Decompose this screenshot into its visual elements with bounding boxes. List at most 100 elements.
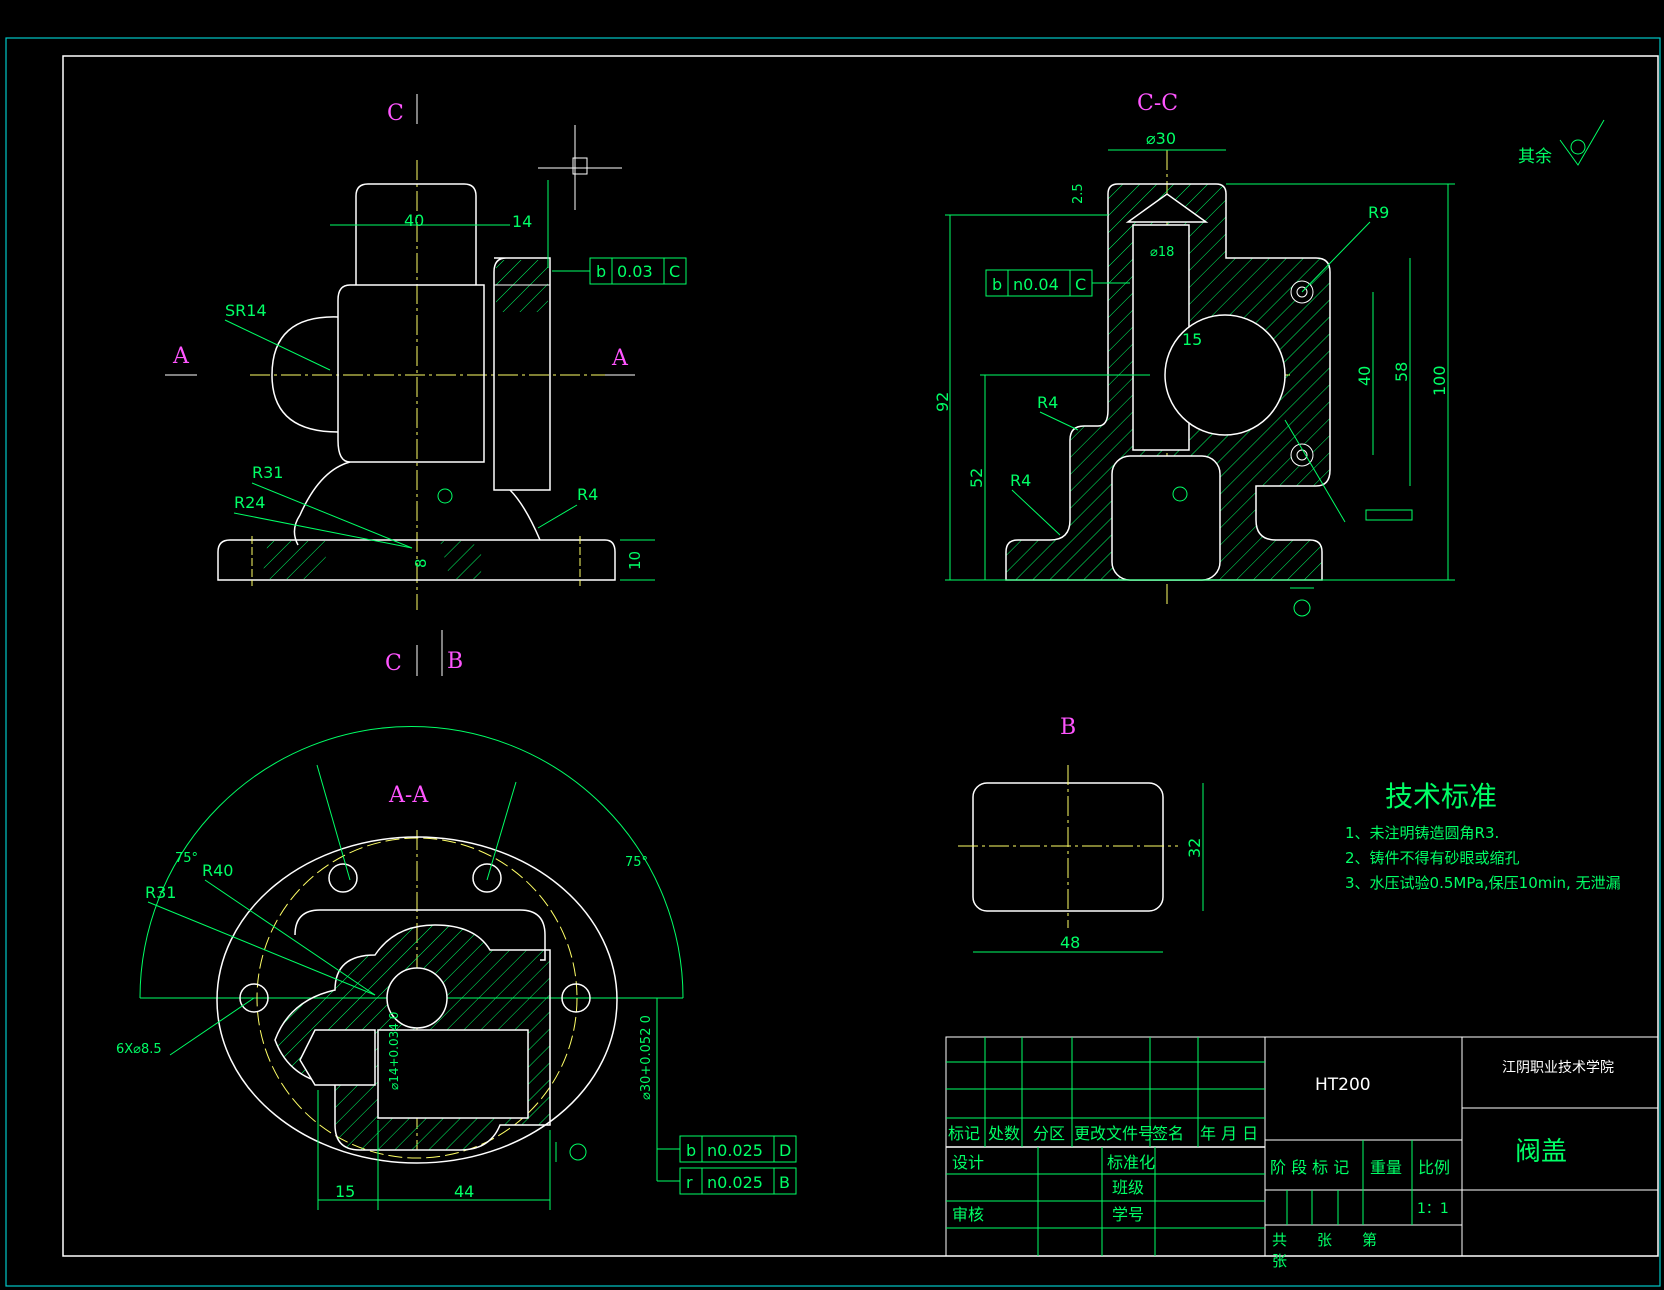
front-flange-hatch bbox=[496, 260, 548, 312]
aa-arc-75 bbox=[139, 726, 684, 999]
aa-hole-4 bbox=[561, 983, 591, 1013]
aa-hole-2 bbox=[472, 863, 502, 893]
tb-sheets: 共 张 第 bbox=[1272, 1231, 1377, 1249]
cc-dim-52: 52 bbox=[967, 468, 986, 488]
aa-leader-r31 bbox=[147, 901, 376, 996]
front-base bbox=[217, 539, 616, 581]
aa-angle-left: 75° bbox=[175, 851, 198, 866]
tb-class: 班级 bbox=[1112, 1178, 1144, 1197]
section-mark-b-bottom: B bbox=[447, 649, 463, 674]
tb-rev-header-4: 更改文件号 bbox=[1074, 1124, 1154, 1143]
front-base-hatch-left bbox=[262, 541, 330, 579]
front-neck-right bbox=[509, 489, 541, 541]
leader-sr14 bbox=[224, 319, 331, 371]
tb-weight: 重量 bbox=[1370, 1158, 1402, 1177]
leader-r4 bbox=[537, 504, 578, 529]
aa-tol-2-symbol: r bbox=[686, 1173, 693, 1192]
cc-bolt-hole-bot-inner bbox=[1296, 449, 1308, 461]
aa-tol-1-value: n0.025 bbox=[707, 1141, 763, 1160]
aa-dim-r40: R40 bbox=[202, 861, 233, 880]
tb-rev-header-6: 年 月 日 bbox=[1200, 1124, 1258, 1143]
title-block-text: HT200 江阴职业技术学院 阀盖 标记 处数 分区 更改文件号 签名 年 月 … bbox=[948, 1060, 1614, 1270]
cc-dim-40: 40 bbox=[1355, 366, 1374, 386]
tb-design: 设计 bbox=[952, 1153, 984, 1172]
datum-circle-front bbox=[437, 488, 453, 504]
tb-part-name: 阀盖 bbox=[1515, 1137, 1567, 1167]
leader-r31 bbox=[251, 482, 413, 549]
cc-datum-circle bbox=[1172, 486, 1188, 502]
cc-cross-bore bbox=[1164, 314, 1286, 436]
front-neck-left bbox=[293, 461, 351, 546]
aa-hole-3 bbox=[239, 983, 269, 1013]
surface-note: 其余 bbox=[1518, 119, 1605, 167]
front-right-flange bbox=[493, 257, 551, 491]
cc-bore-tip bbox=[1125, 193, 1209, 223]
cc-dim-100: 100 bbox=[1430, 365, 1449, 396]
aa-dim-r31: R31 bbox=[145, 883, 176, 902]
view-b-dim-48: 48 bbox=[1060, 933, 1080, 952]
crosshair-box bbox=[572, 157, 588, 175]
aa-dim-44: 44 bbox=[454, 1182, 474, 1201]
cc-dim-92: 92 bbox=[933, 392, 952, 412]
front-tolerance-frame: b 0.03 C bbox=[552, 257, 687, 285]
tb-sheets-tail: 张 bbox=[1272, 1252, 1287, 1270]
aa-datum-circle bbox=[569, 1143, 587, 1161]
cc-leader-r4u bbox=[1039, 411, 1079, 431]
tb-rev-header-2: 处数 bbox=[988, 1124, 1020, 1143]
tb-material: HT200 bbox=[1315, 1075, 1371, 1095]
aa-outer-flange bbox=[216, 836, 618, 1164]
cc-bolt-hole-bot bbox=[1290, 443, 1314, 467]
aa-dim-dia30: ⌀30+0.052 0 bbox=[639, 1015, 654, 1100]
dim-14: 14 bbox=[512, 212, 532, 231]
aa-tol-2-value: n0.025 bbox=[707, 1173, 763, 1192]
title-block bbox=[945, 1036, 1659, 1257]
cc-tol-value: n0.04 bbox=[1013, 275, 1059, 294]
view-b-title: B bbox=[1060, 715, 1076, 740]
cc-tolerance-frame: b n0.04 C bbox=[985, 269, 1130, 297]
dim-r24: R24 bbox=[234, 493, 265, 512]
leader-r24 bbox=[233, 512, 413, 549]
aa-inner-outline bbox=[294, 909, 546, 961]
dim-8: 8 bbox=[412, 558, 430, 568]
cc-leader-r9 bbox=[1301, 221, 1371, 293]
cc-bolt-hole-top-inner bbox=[1296, 286, 1308, 298]
aa-tolerance-frames: b n0.025 D r n0.025 B bbox=[656, 1120, 797, 1195]
section-aa: A-A 75° 75° R40 R31 6X⌀8.5 15 44 ⌀14+0.0… bbox=[116, 726, 797, 1210]
front-main-body bbox=[337, 284, 485, 463]
section-cc: C-C ⌀30 ⌀18 2.5 R9 15 R4 R4 92 52 40 bbox=[933, 91, 1455, 617]
aa-bolt-circle bbox=[256, 837, 578, 1159]
aa-angle-leader-l bbox=[316, 764, 351, 881]
cc-note-box bbox=[1365, 509, 1413, 521]
dim-sr14: SR14 bbox=[225, 301, 267, 320]
aa-dim-15: 15 bbox=[335, 1182, 355, 1201]
cc-dim-r9: R9 bbox=[1368, 203, 1389, 222]
aa-leader-r40 bbox=[204, 879, 376, 996]
view-b-dim-32: 32 bbox=[1185, 838, 1204, 858]
tb-review: 审核 bbox=[952, 1205, 984, 1224]
tol-value: 0.03 bbox=[617, 262, 653, 281]
tech-requirements: 技术标准 1、未注明铸造圆角R3. 2、铸件不得有砂眼或缩孔 3、水压试验0.5… bbox=[1345, 780, 1621, 892]
front-top-boss bbox=[355, 183, 477, 285]
cc-dim-15: 15 bbox=[1182, 330, 1202, 349]
aa-central-bore bbox=[386, 967, 448, 1029]
cc-dim-dia30: ⌀30 bbox=[1146, 129, 1176, 148]
aa-pocket-right bbox=[377, 1029, 529, 1119]
outer-frame bbox=[5, 37, 1661, 1287]
cc-dim-dia18: ⌀18 bbox=[1150, 245, 1174, 260]
section-cc-title: C-C bbox=[1137, 91, 1178, 116]
tb-school: 江阴职业技术学院 bbox=[1502, 1060, 1614, 1076]
section-mark-c-bottom: C bbox=[385, 651, 402, 676]
surface-note-text: 其余 bbox=[1518, 147, 1552, 167]
tol-datum: C bbox=[669, 262, 680, 281]
cc-tol-datum: C bbox=[1075, 275, 1086, 294]
front-sphere bbox=[271, 316, 339, 433]
tol-symbol: b bbox=[596, 262, 606, 281]
tb-student-no: 学号 bbox=[1112, 1205, 1144, 1224]
tb-rev-header-5: 签名 bbox=[1152, 1124, 1184, 1143]
view-b: B 32 48 bbox=[958, 715, 1204, 953]
tech-item-3: 3、水压试验0.5MPa,保压10min, 无泄漏 bbox=[1345, 874, 1621, 892]
tb-standardize: 标准化 bbox=[1107, 1153, 1155, 1172]
tech-item-2: 2、铸件不得有砂眼或缩孔 bbox=[1345, 849, 1520, 867]
aa-angle-leader-r bbox=[486, 781, 517, 881]
